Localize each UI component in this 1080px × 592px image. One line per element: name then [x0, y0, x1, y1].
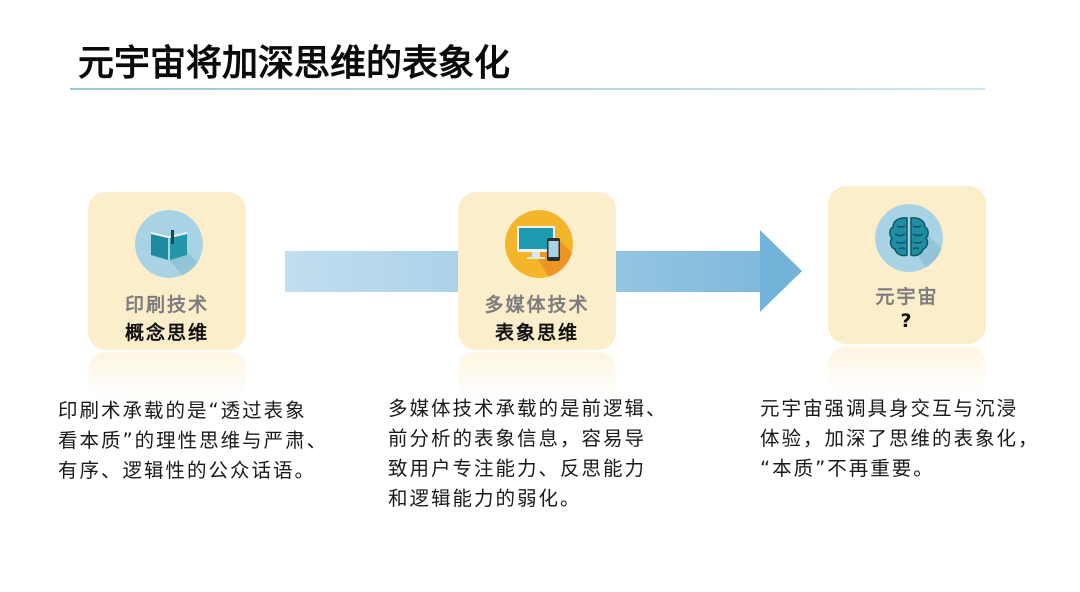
- book-icon: [135, 210, 203, 278]
- stage-card-metaverse: 元宇宙 ?: [828, 186, 986, 394]
- description-line: 看本质”的理性思维与严肃、: [58, 429, 329, 452]
- card-thinking-label: 概念思维: [124, 322, 209, 344]
- stage-card-multimedia: 多媒体技术 表象思维: [458, 192, 616, 400]
- description-line: “本质”不再重要。: [760, 457, 935, 480]
- page-title: 元宇宙将加深思维的表象化: [78, 43, 511, 84]
- stage-card-print: 印刷技术 概念思维: [88, 192, 246, 400]
- description-line: 有序、逻辑性的公众话语。: [58, 459, 317, 482]
- description-metaverse: 元宇宙强调具身交互与沉浸 体验，加深了思维的表象化， “本质”不再重要。: [760, 394, 1040, 484]
- description-line: 体验，加深了思维的表象化，: [760, 427, 1040, 450]
- card-technology-label: 多媒体技术: [484, 294, 590, 316]
- description-multimedia: 多媒体技术承载的是前逻辑、 前分析的表象信息，容易导 致用户专注能力、反思能力 …: [388, 394, 668, 514]
- description-line: 和逻辑能力的弱化。: [388, 487, 582, 510]
- card-thinking-label: 表象思维: [494, 322, 579, 344]
- description-print: 印刷术承载的是“透过表象 看本质”的理性思维与严肃、 有序、逻辑性的公众话语。: [58, 396, 328, 486]
- card-technology-label: 元宇宙: [875, 286, 939, 308]
- brain-icon: [875, 204, 943, 272]
- card-reflection: [828, 346, 986, 394]
- title-divider: [70, 88, 985, 90]
- progression-arrow-head: [760, 230, 802, 312]
- description-line: 致用户专注能力、反思能力: [388, 457, 647, 480]
- card-thinking-label: ?: [900, 310, 914, 332]
- description-line: 元宇宙强调具身交互与沉浸: [760, 397, 1019, 420]
- description-line: 前分析的表象信息，容易导: [388, 427, 647, 450]
- description-line: 印刷术承载的是“透过表象: [58, 399, 307, 422]
- monitor-phone-icon: [505, 210, 573, 278]
- card-reflection: [88, 352, 246, 400]
- description-line: 多媒体技术承载的是前逻辑、: [388, 397, 668, 420]
- card-technology-label: 印刷技术: [124, 294, 209, 316]
- card-reflection: [458, 352, 616, 400]
